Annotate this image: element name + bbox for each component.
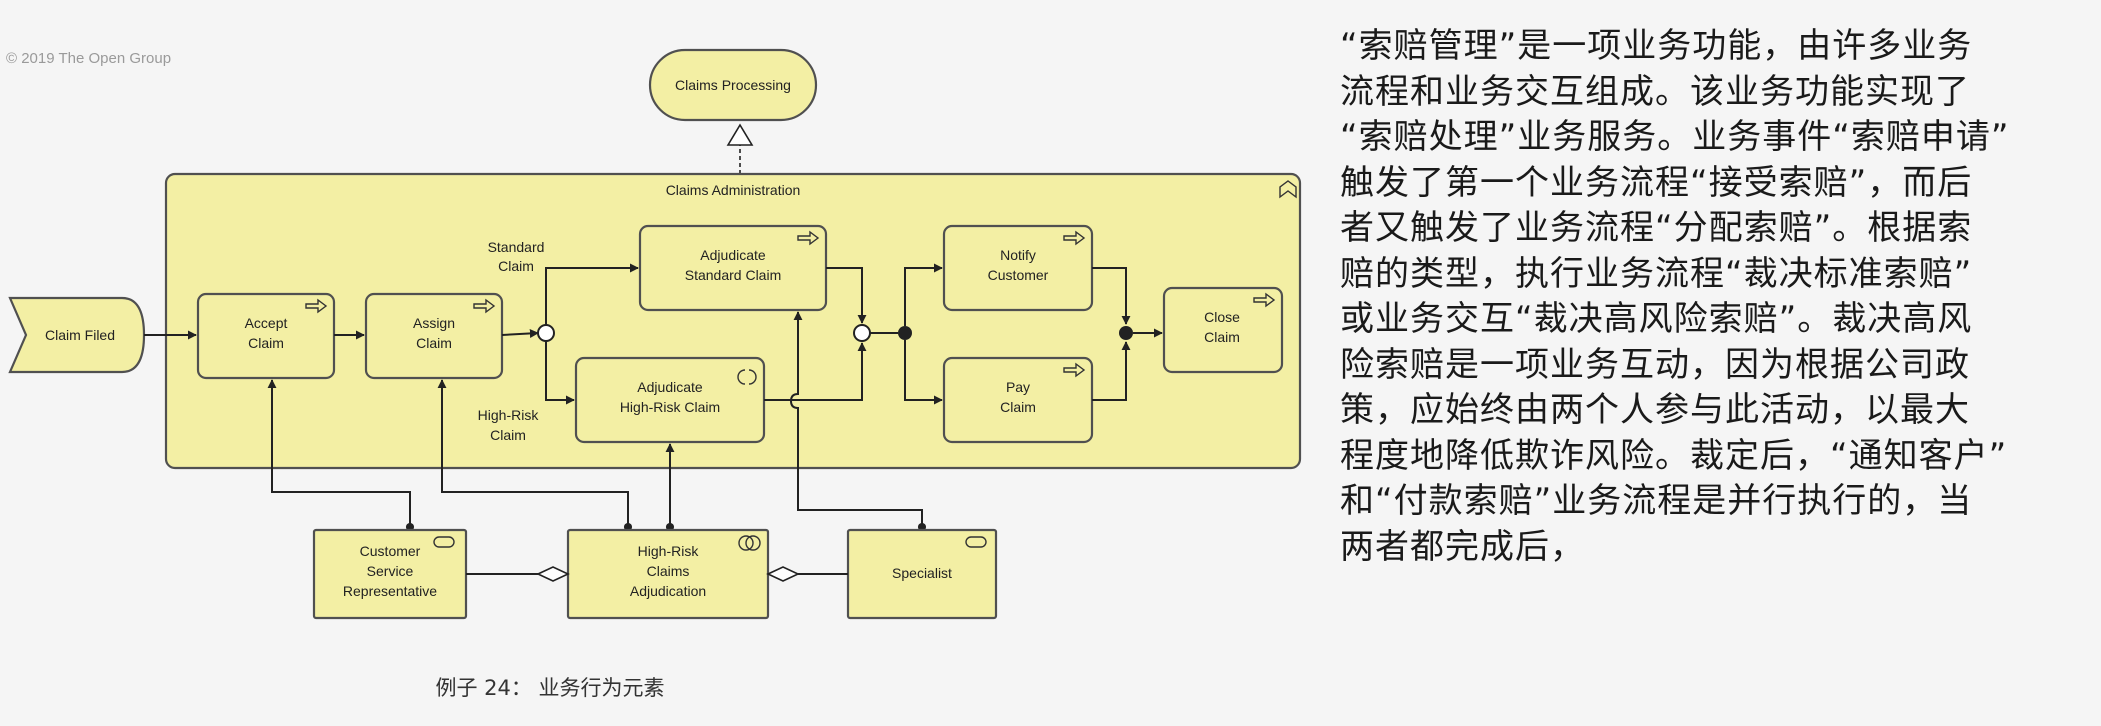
description-line: 程度地降低欺诈风险。裁定后，“通知客户” (1340, 435, 2008, 476)
collaboration-icon (738, 535, 761, 551)
process-label: Claim (1000, 399, 1036, 415)
aggregation-relations (466, 566, 848, 582)
process-icon (1063, 230, 1086, 246)
or-junction-merge (853, 324, 871, 342)
collaboration-label: Adjudication (630, 583, 706, 599)
process-icon (1063, 362, 1086, 378)
process-label: Adjudicate (700, 247, 766, 263)
process-accept-claim[interactable]: Accept Claim (196, 292, 336, 380)
process-label: Assign (413, 315, 455, 331)
process-notify-customer[interactable]: Notify Customer (942, 224, 1094, 312)
interaction-adjudicate-high-risk-claim[interactable]: Adjudicate High-Risk Claim (574, 356, 766, 444)
description-line: 流程和业务交互组成。该业务功能实现了 (1340, 71, 1970, 112)
description-line: 者又触发了业务流程“分配索赔”。根据索 (1340, 208, 1973, 248)
function-icon (1279, 180, 1297, 199)
event-label: Claim Filed (45, 327, 115, 343)
assignment-relations (267, 311, 927, 532)
description-line: 两者都完成后， (1340, 526, 1585, 567)
collaboration-label: Claims (647, 563, 690, 579)
process-close-claim[interactable]: Close Claim (1162, 286, 1284, 374)
description-text: “索赔管理”是一项业务功能，由许多业务 流程和业务交互组成。该业务功能实现了 “… (1340, 24, 2095, 570)
interaction-icon (737, 369, 757, 385)
process-label: Claim (1204, 329, 1240, 345)
actor-customer-service-representative[interactable]: Customer Service Representative (312, 528, 468, 620)
description-line: 险索赔是一项业务互动，因为根据公司政 (1340, 344, 1970, 385)
description-line: “索赔处理”业务服务。业务事件“索赔申请” (1340, 117, 2010, 157)
or-junction-split (537, 324, 555, 342)
process-label: Claim (416, 335, 452, 351)
description-line: 触发了第一个业务流程“接受索赔”，而后 (1340, 162, 1973, 203)
actor-label: Service (367, 563, 414, 579)
description-line: 或业务交互“裁决高风险索赔”。裁决高风 (1340, 299, 1973, 339)
process-label: Close (1204, 309, 1240, 325)
branch-label-highrisk: High-Risk (478, 407, 540, 423)
process-label: Notify (1000, 247, 1036, 263)
actor-label: Customer (360, 543, 421, 559)
process-label: Pay (1006, 379, 1030, 395)
collaboration-label: High-Risk (638, 543, 700, 559)
service-claims-processing[interactable] (648, 48, 818, 122)
archimate-diagram: Claims Processing Claims Administration … (8, 48, 1302, 620)
collaboration-high-risk-claims-adjudication[interactable]: High-Risk Claims Adjudication (566, 528, 770, 620)
function-label: Claims Administration (666, 182, 801, 198)
process-label: Claim (248, 335, 284, 351)
service-label: Claims Processing (675, 77, 791, 93)
actor-specialist[interactable]: Specialist (846, 528, 998, 620)
process-label: High-Risk Claim (620, 399, 720, 415)
event-claim-filed[interactable] (8, 296, 146, 374)
process-label: Accept (245, 315, 288, 331)
description-line: 策，应始终由两个人参与此活动，以最大 (1340, 390, 1970, 430)
process-icon (1253, 292, 1276, 308)
and-junction-merge (1119, 326, 1133, 340)
description-line: 赔的类型，执行业务流程“裁决标准索赔” (1340, 253, 1973, 294)
process-icon (305, 298, 328, 314)
and-junction-split (898, 326, 912, 340)
role-icon (433, 536, 455, 548)
process-icon (473, 298, 496, 314)
figure-caption: 例子 24： 业务行为元素 (435, 676, 665, 700)
description-line: 和“付款索赔”业务流程是并行执行的，当 (1340, 481, 1973, 521)
copyright-notice: © 2019 The Open Group (6, 50, 172, 67)
branch-label-standard: Claim (498, 258, 534, 274)
role-icon (965, 536, 987, 548)
process-pay-claim[interactable]: Pay Claim (942, 356, 1094, 444)
process-icon (797, 230, 820, 246)
process-assign-claim[interactable]: Assign Claim (364, 292, 504, 380)
description-line: “索赔管理”是一项业务功能，由许多业务 (1340, 26, 1973, 66)
branch-label-highrisk: Claim (490, 427, 526, 443)
branch-label-standard: Standard (488, 239, 545, 255)
realization-arrowhead (726, 123, 754, 146)
process-adjudicate-standard-claim[interactable]: Adjudicate Standard Claim (638, 224, 828, 312)
actor-label: Specialist (892, 565, 952, 581)
process-label: Adjudicate (637, 379, 703, 395)
process-label: Standard Claim (685, 267, 782, 283)
process-label: Customer (988, 267, 1049, 283)
actor-label: Representative (343, 583, 437, 599)
